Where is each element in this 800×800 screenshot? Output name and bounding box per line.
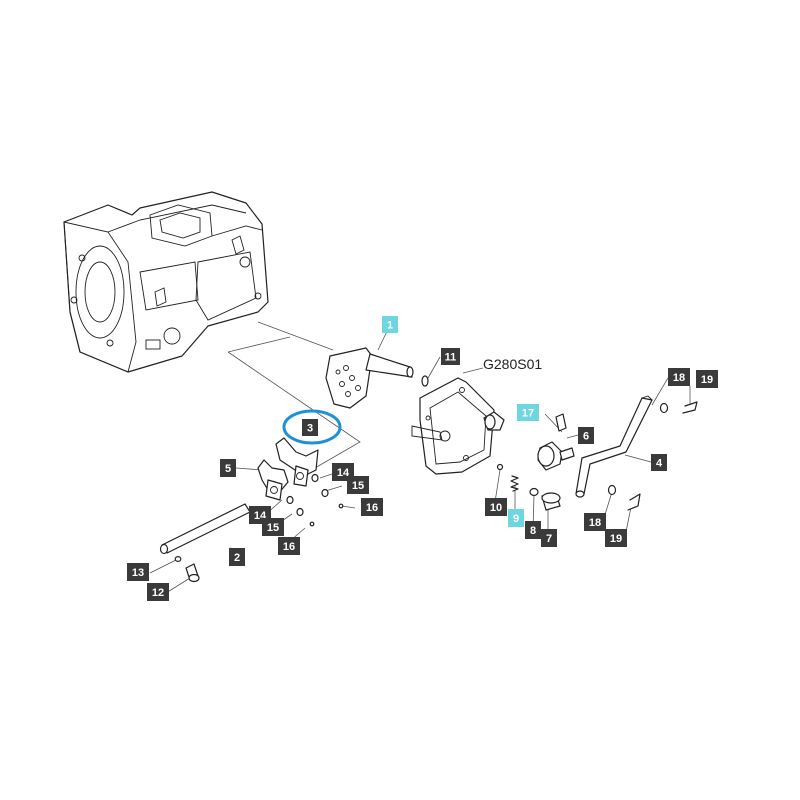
selection-ring xyxy=(282,409,342,445)
callout-12[interactable]: 12 xyxy=(147,583,169,601)
svg-text:18: 18 xyxy=(673,372,685,384)
svg-text:14: 14 xyxy=(337,467,350,479)
svg-text:15: 15 xyxy=(352,480,364,492)
callout-9[interactable]: 9 xyxy=(508,509,524,527)
svg-text:3: 3 xyxy=(307,423,313,435)
callout-7[interactable]: 7 xyxy=(541,529,557,547)
cover-plate xyxy=(411,377,505,475)
callout-6[interactable]: 6 xyxy=(578,427,594,444)
callout-15-upper[interactable]: 15 xyxy=(347,476,369,494)
svg-text:19: 19 xyxy=(701,374,713,386)
callout-17[interactable]: 17 xyxy=(517,404,539,421)
svg-text:12: 12 xyxy=(152,587,164,599)
svg-text:6: 6 xyxy=(583,431,589,443)
part-19-cotter-pin-lower xyxy=(627,493,641,511)
part-12-bolt xyxy=(185,563,200,583)
part-17-pin xyxy=(555,413,567,432)
svg-text:7: 7 xyxy=(546,533,552,545)
part-13-washer xyxy=(174,555,182,562)
part-11-o-ring xyxy=(421,375,429,387)
svg-text:1: 1 xyxy=(387,320,393,332)
svg-text:2: 2 xyxy=(234,552,240,564)
callout-10[interactable]: 10 xyxy=(485,498,507,516)
svg-text:17: 17 xyxy=(522,408,534,420)
callout-18-lower[interactable]: 18 xyxy=(584,513,606,531)
part-10-ball xyxy=(496,463,504,471)
svg-text:10: 10 xyxy=(490,502,502,514)
part-1-selector-lever xyxy=(325,347,414,409)
callout-15-lower[interactable]: 15 xyxy=(262,518,284,536)
part-9-spring xyxy=(510,475,519,492)
callout-16-upper[interactable]: 16 xyxy=(361,498,383,516)
svg-text:5: 5 xyxy=(225,463,231,475)
part-5-shift-fork xyxy=(257,459,289,501)
callout-13[interactable]: 13 xyxy=(127,563,149,581)
detent-parts xyxy=(286,473,344,527)
callout-18-upper[interactable]: 18 xyxy=(668,368,690,386)
drawing-code: G280S01 xyxy=(483,356,542,372)
callout-5[interactable]: 5 xyxy=(220,459,236,477)
callout-16-lower[interactable]: 16 xyxy=(278,537,300,555)
part-18-washer-upper xyxy=(659,402,669,414)
svg-text:19: 19 xyxy=(610,533,622,545)
svg-text:8: 8 xyxy=(530,525,536,537)
svg-text:11: 11 xyxy=(445,352,457,364)
callout-1[interactable]: 1 xyxy=(382,316,398,333)
callout-3[interactable]: 3 xyxy=(302,419,318,436)
callout-4[interactable]: 4 xyxy=(651,454,667,471)
svg-text:15: 15 xyxy=(267,522,279,534)
callout-2[interactable]: 2 xyxy=(229,548,245,566)
svg-text:16: 16 xyxy=(283,541,295,553)
part-4-shift-rod xyxy=(575,395,653,498)
svg-text:9: 9 xyxy=(513,513,519,525)
callout-19-upper[interactable]: 19 xyxy=(696,370,718,388)
part-18-washer-lower xyxy=(607,484,617,496)
callout-8[interactable]: 8 xyxy=(525,521,541,539)
part-2-shift-rail xyxy=(159,503,251,555)
part-19-cotter-pin-upper xyxy=(682,401,698,414)
callout-11[interactable]: 11 xyxy=(441,348,460,365)
svg-text:13: 13 xyxy=(132,567,144,579)
callout-19-lower[interactable]: 19 xyxy=(605,529,627,547)
svg-text:4: 4 xyxy=(656,458,663,470)
part-3-shift-fork xyxy=(275,437,319,487)
part-7-plug xyxy=(541,492,561,511)
svg-text:16: 16 xyxy=(366,502,378,514)
part-8-o-ring xyxy=(529,487,539,497)
transmission-housing xyxy=(63,191,269,373)
svg-text:18: 18 xyxy=(589,517,601,529)
part-6-bushing xyxy=(537,441,575,471)
